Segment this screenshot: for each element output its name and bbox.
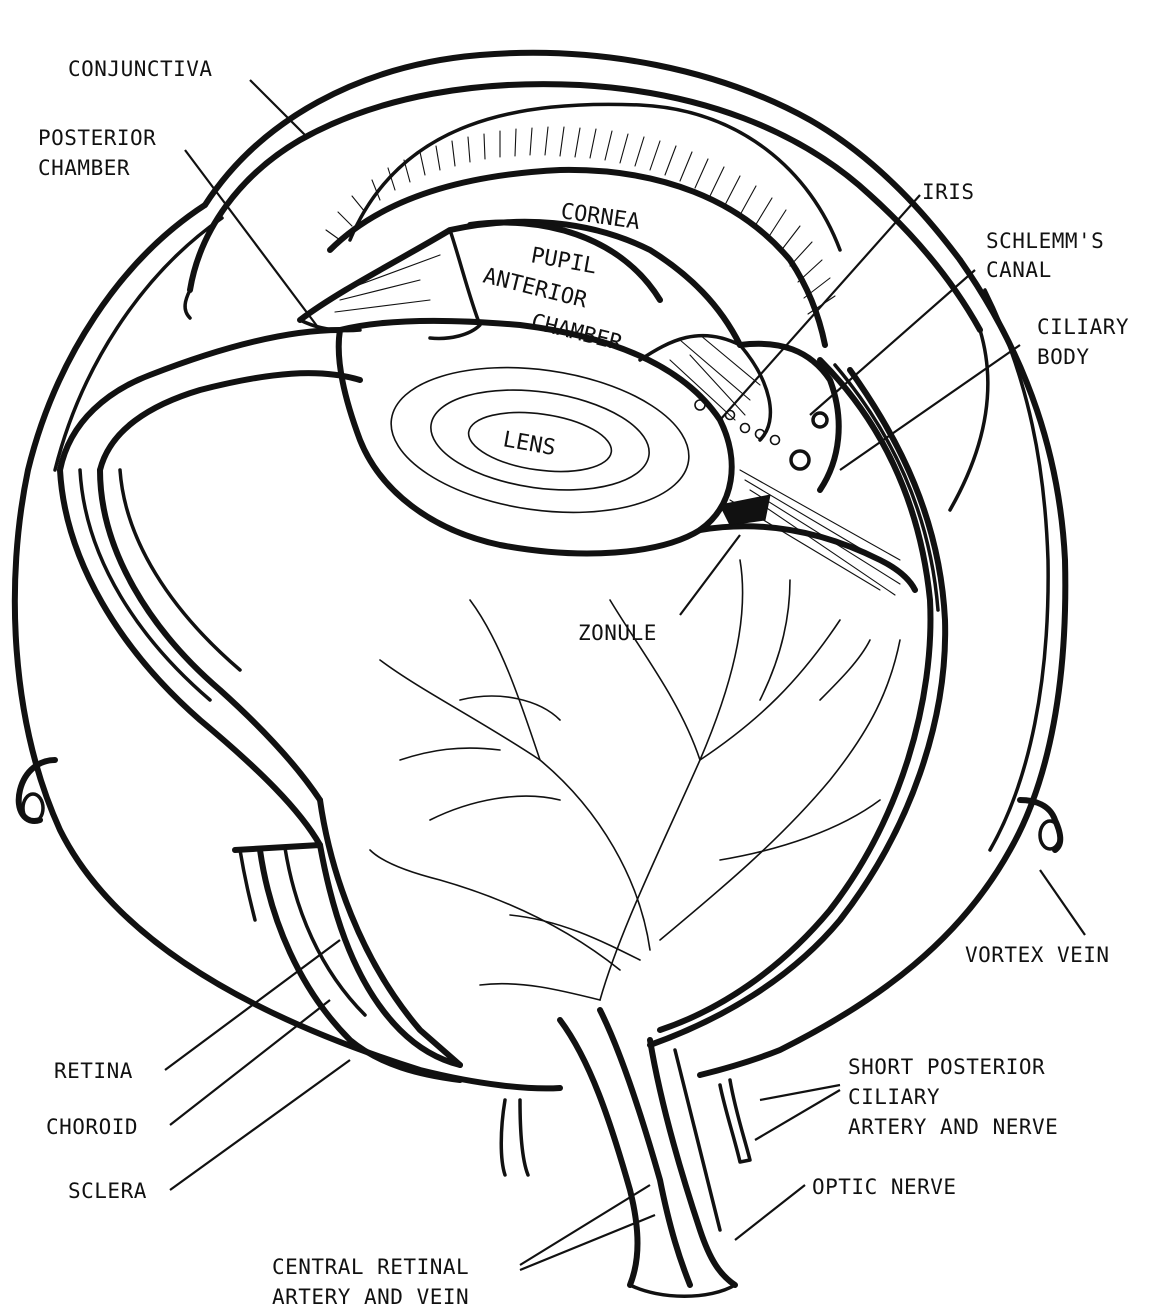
label-posterior-chamber-line2: CHAMBER (38, 156, 130, 180)
label-choroid: CHOROID (46, 1115, 138, 1139)
label-vortex-vein: VORTEX VEIN (965, 943, 1110, 967)
label-pupil: PUPIL (529, 243, 599, 279)
label-anterior-chamber-line2: CHAMBER (529, 310, 626, 357)
label-optic-nerve: OPTIC NERVE (812, 1175, 957, 1199)
label-ciliary-body-line1: CILIARY (1037, 315, 1129, 339)
label-short-posterior-line3: ARTERY AND NERVE (848, 1115, 1058, 1139)
label-short-posterior-line2: CILIARY (848, 1085, 940, 1109)
label-sclera: SCLERA (68, 1179, 147, 1203)
label-lens: LENS (501, 427, 558, 461)
label-zonule: ZONULE (578, 621, 657, 645)
label-schlemms-canal-line2: CANAL (986, 258, 1052, 282)
label-iris: IRIS (922, 180, 975, 204)
label-ciliary-body-line2: BODY (1037, 345, 1090, 369)
label-central-retinal-line2: ARTERY AND VEIN (272, 1285, 469, 1309)
label-posterior-chamber-line1: POSTERIOR (38, 126, 156, 150)
label-conjunctiva: CONJUNCTIVA (68, 57, 213, 81)
label-short-posterior-line1: SHORT POSTERIOR (848, 1055, 1045, 1079)
label-central-retinal-line1: CENTRAL RETINAL (272, 1255, 469, 1279)
label-schlemms-canal-line1: SCHLEMM'S (986, 229, 1104, 253)
label-retina: RETINA (54, 1059, 133, 1083)
